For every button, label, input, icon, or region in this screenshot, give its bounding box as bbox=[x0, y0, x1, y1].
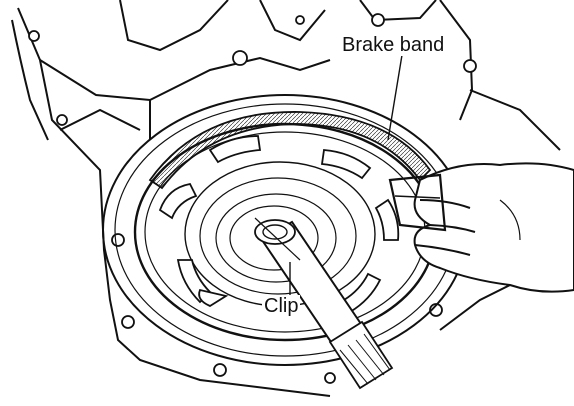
drum-windows bbox=[158, 135, 400, 314]
clip-label: Clip bbox=[262, 295, 301, 317]
brake-band bbox=[148, 111, 432, 190]
bolt-holes bbox=[28, 13, 477, 384]
brake-band-label: Brake band bbox=[340, 34, 447, 56]
input-shaft bbox=[254, 217, 394, 390]
hand-with-pliers bbox=[388, 162, 574, 293]
leader-lines bbox=[289, 54, 403, 300]
